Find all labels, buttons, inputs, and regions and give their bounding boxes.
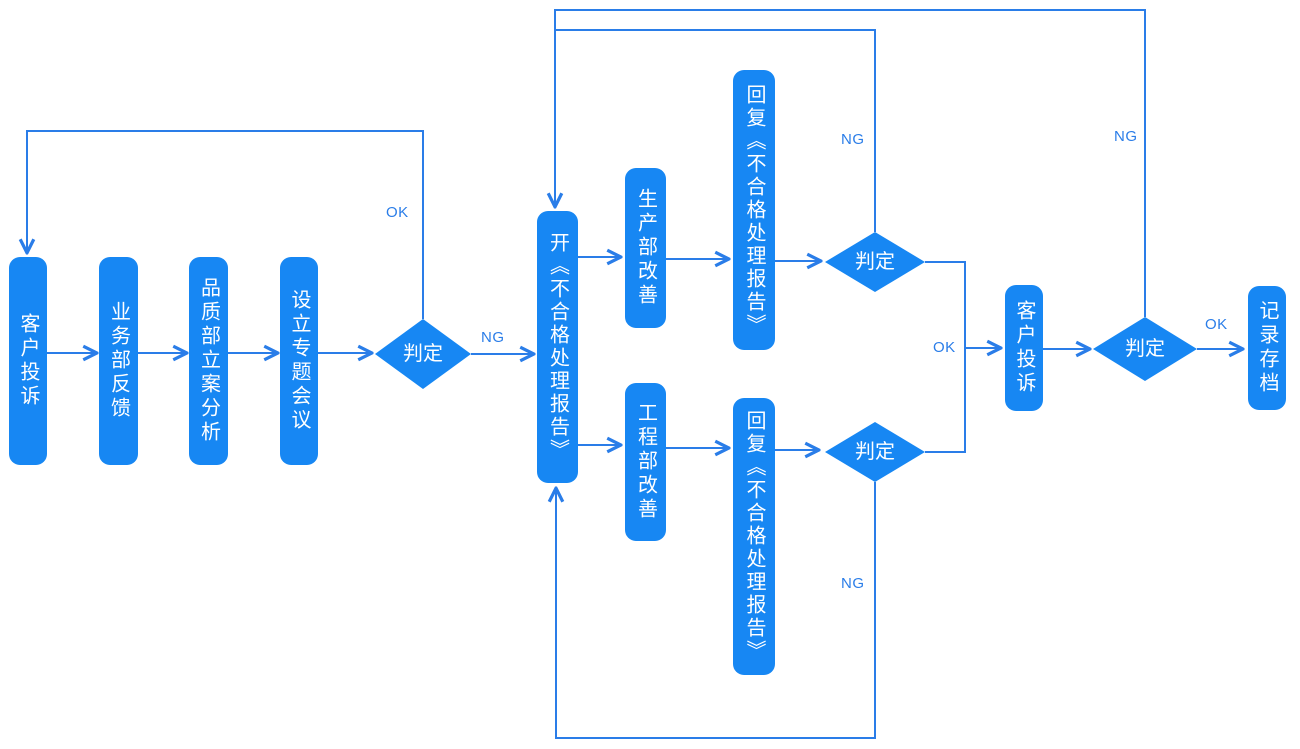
decision4-label: 判定 — [1125, 338, 1165, 360]
node-quality-case-analysis: 品质部立案分析 — [189, 257, 228, 465]
decision2-label: 判定 — [855, 251, 895, 273]
edge-label-ok-merge: OK — [933, 339, 956, 356]
decision2-shape — [825, 232, 925, 292]
decision1-label: 判定 — [403, 343, 443, 365]
node-engineering-improve: 工程部改善 — [625, 383, 666, 541]
node-reply-report-bottom: 回复《不合格处理报告》 — [733, 398, 775, 675]
node-business-feedback: 业务部反馈 — [99, 257, 138, 465]
edge-label-ok-decision1-loop: OK — [386, 204, 409, 221]
edge-decision2-ok-merge — [925, 261, 1000, 348]
edge-decision2-ng-return — [555, 29, 876, 232]
edge-decision1-ok-loop — [27, 130, 424, 319]
node-reply-report-top: 回复《不合格处理报告》 — [733, 70, 775, 350]
edge-label-ng-decision2: NG — [841, 131, 865, 148]
edge-label-ng-decision4: NG — [1114, 128, 1138, 145]
edge-decision3-ok-merge — [925, 349, 966, 453]
decision3-label: 判定 — [855, 441, 895, 463]
node-open-report: 开《不合格处理报告》 — [537, 211, 578, 483]
node-record-archive: 记录存档 — [1248, 286, 1286, 410]
decision3-shape — [825, 422, 925, 482]
node-special-meeting: 设立专题会议 — [280, 257, 318, 465]
edge-decision4-ng-return — [554, 9, 1146, 317]
decision1-shape — [375, 319, 471, 389]
edge-label-ng-decision1: NG — [481, 329, 505, 346]
node-customer-complaint-1: 客户投诉 — [9, 257, 47, 465]
node-customer-complaint-2: 客户投诉 — [1005, 285, 1043, 411]
edge-decision3-ng-return — [556, 482, 876, 739]
edge-label-ng-decision3: NG — [841, 575, 865, 592]
decision4-shape — [1093, 317, 1197, 381]
node-production-improve: 生产部改善 — [625, 168, 666, 328]
edge-label-ok-final: OK — [1205, 316, 1228, 333]
